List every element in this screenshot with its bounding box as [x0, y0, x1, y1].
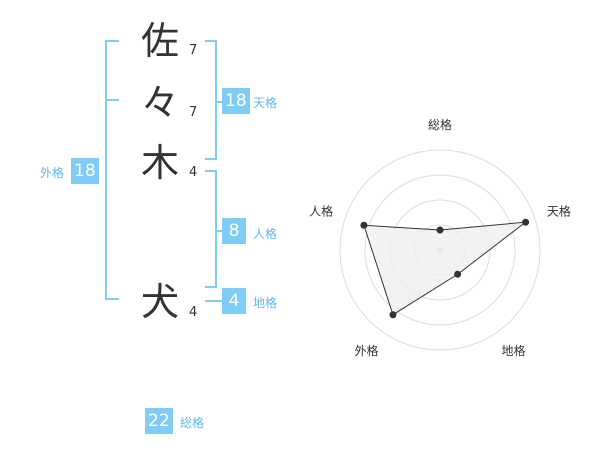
tenkaku-label: 天格	[253, 96, 278, 110]
chikaku-value-badge: 4	[222, 288, 246, 314]
jinkaku-bracket	[205, 170, 217, 288]
radar-axis-label-3: 外格	[355, 343, 379, 358]
radar-ring-3	[364, 174, 516, 326]
jinkaku-label: 人格	[253, 227, 278, 241]
soukaku-label: 総格	[180, 416, 205, 430]
gaikaku-bracket	[105, 40, 119, 300]
radar-points	[360, 218, 530, 319]
stroke-count-1: 7	[189, 43, 198, 58]
name-char-4: 犬	[140, 280, 179, 324]
radar-axis-label-4: 人格	[309, 203, 333, 218]
name-char-1: 佐	[140, 19, 179, 63]
gaikaku-label: 外格	[40, 166, 65, 180]
tenkaku-value-badge: 18	[222, 88, 250, 114]
name-char-3: 木	[140, 141, 179, 185]
tenkaku-bracket-tick	[217, 101, 222, 103]
radar-point-1	[522, 218, 530, 226]
radar-polygon	[363, 221, 528, 316]
chikaku-tick	[205, 300, 222, 302]
radar-point-3	[389, 311, 397, 319]
radar-point-0	[436, 226, 444, 234]
stroke-count-3: 4	[189, 165, 198, 180]
radar-axis-label-1: 天格	[547, 203, 571, 218]
radar-point-4	[360, 221, 368, 229]
soukaku-value-badge: 22	[145, 408, 173, 434]
jinkaku-bracket-tick	[217, 230, 222, 232]
chikaku-label: 地格	[253, 296, 278, 310]
gaikaku-value-badge: 18	[71, 158, 99, 184]
jinkaku-value-badge: 8	[222, 218, 246, 244]
gaikaku-bracket-tick	[105, 99, 119, 101]
radar-axis-label-2: 地格	[501, 343, 525, 358]
tenkaku-bracket	[205, 40, 217, 160]
radar-axis-label-0: 総格	[428, 117, 452, 132]
radar-ring-4	[339, 149, 541, 351]
radar-polygon-group	[363, 221, 528, 316]
stroke-count-2: 7	[189, 105, 198, 120]
name-char-2: 々	[140, 81, 179, 125]
stroke-count-4: 4	[189, 305, 198, 320]
radar-point-2	[454, 270, 462, 278]
